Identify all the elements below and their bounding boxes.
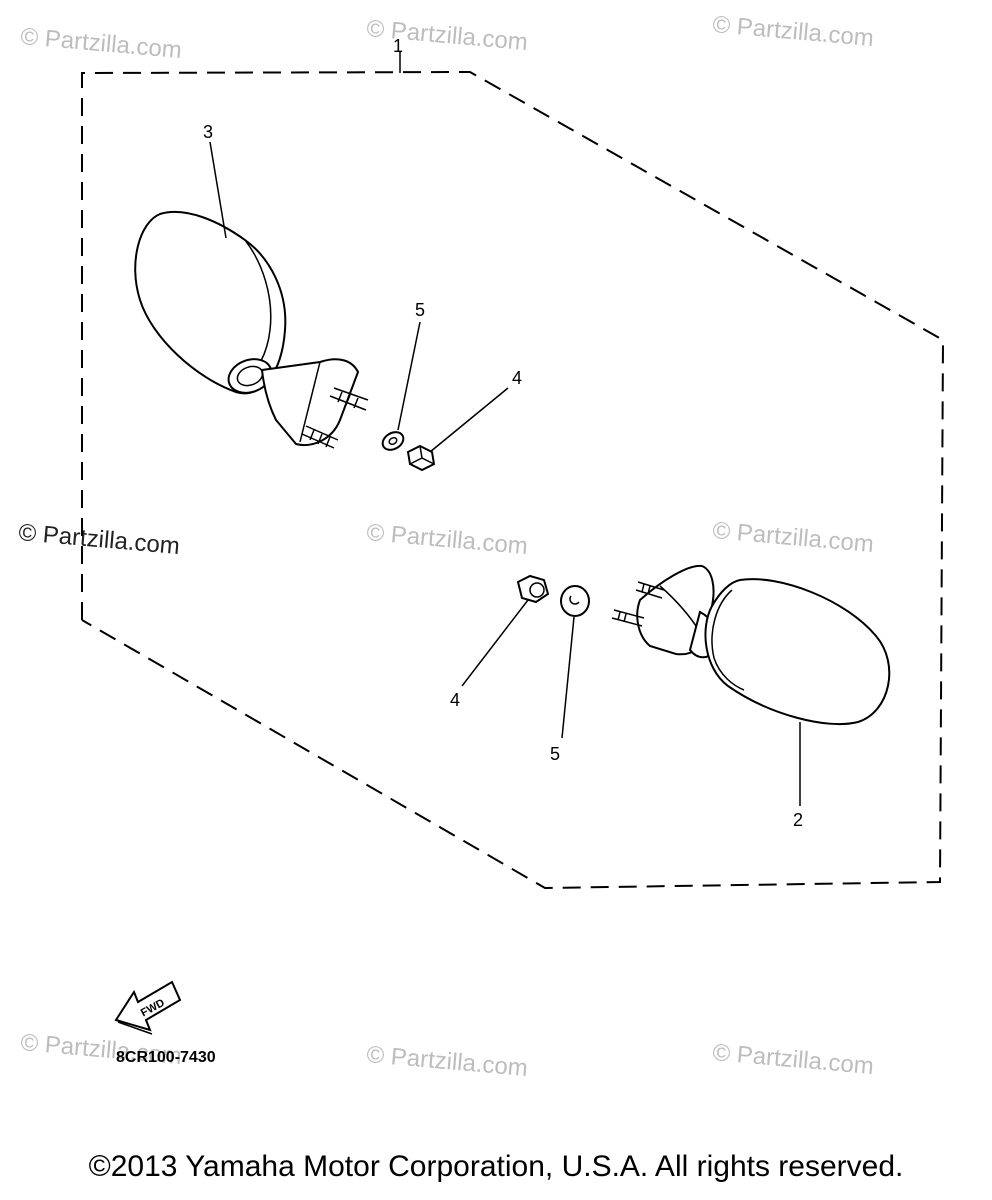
watermark: © Partzilla.com bbox=[711, 11, 874, 52]
callout-5-lower: 5 bbox=[550, 744, 560, 764]
nut-upper bbox=[406, 444, 436, 472]
leader-line-5-upper bbox=[397, 321, 421, 431]
nut-lower bbox=[516, 574, 550, 604]
assembly-boundary bbox=[81, 70, 945, 890]
right-mirror bbox=[611, 564, 891, 726]
callout-4-lower: 4 bbox=[450, 690, 460, 710]
stud bbox=[301, 425, 339, 449]
leader-line-5-lower bbox=[561, 616, 575, 739]
leader-line-3 bbox=[209, 141, 227, 239]
fwd-arrow-icon: FWD bbox=[114, 980, 182, 1035]
washer-lower bbox=[560, 585, 590, 617]
watermark: © Partzilla.com bbox=[365, 519, 528, 560]
callout-1: 1 bbox=[393, 36, 403, 56]
leader-line-4-lower bbox=[461, 599, 529, 687]
washer-upper bbox=[381, 431, 405, 451]
stud bbox=[329, 387, 369, 411]
diagram-code: 8CR100-7430 bbox=[116, 1049, 216, 1066]
watermark: © Partzilla.com bbox=[365, 1041, 528, 1082]
callout-5-upper: 5 bbox=[415, 300, 425, 320]
watermark: © Partzilla.com bbox=[711, 1039, 874, 1080]
left-mirror bbox=[134, 210, 369, 449]
stud bbox=[635, 581, 665, 599]
watermark: © Partzilla.com bbox=[365, 15, 528, 56]
leader-line-4-upper bbox=[429, 387, 509, 453]
watermark: © Partzilla.com bbox=[711, 517, 874, 558]
watermark: © Partzilla.com bbox=[19, 23, 182, 64]
watermark: © Partzilla.com bbox=[17, 519, 180, 560]
callout-3: 3 bbox=[203, 122, 213, 142]
callout-2: 2 bbox=[793, 810, 803, 830]
callout-4-upper: 4 bbox=[512, 368, 522, 388]
stud bbox=[611, 609, 645, 627]
copyright-notice: ©2013 Yamaha Motor Corporation, U.S.A. A… bbox=[88, 1150, 904, 1183]
